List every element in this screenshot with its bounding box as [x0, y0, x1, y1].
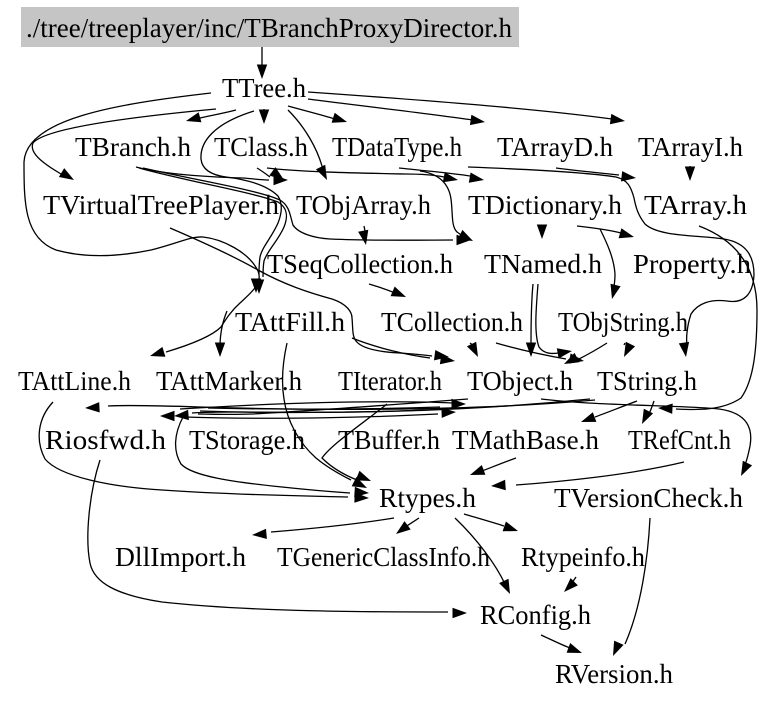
svg-text:TString.h: TString.h: [597, 366, 697, 396]
svg-text:Rtypeinfo.h: Rtypeinfo.h: [521, 542, 645, 572]
svg-text:Rtypes.h: Rtypes.h: [379, 483, 476, 513]
svg-text:TAttMarker.h: TAttMarker.h: [156, 366, 302, 396]
svg-text:./tree/treeplayer/inc/TBranchP: ./tree/treeplayer/inc/TBranchProxyDirect…: [26, 13, 512, 43]
svg-text:TVirtualTreePlayer.h: TVirtualTreePlayer.h: [43, 190, 280, 220]
svg-text:Property.h: Property.h: [633, 249, 752, 279]
svg-text:TDictionary.h: TDictionary.h: [468, 190, 623, 220]
svg-text:TObjString.h: TObjString.h: [558, 307, 688, 337]
svg-text:TIterator.h: TIterator.h: [338, 366, 442, 396]
svg-text:TArrayI.h: TArrayI.h: [638, 132, 743, 162]
svg-text:TBuffer.h: TBuffer.h: [338, 425, 440, 455]
svg-text:TClass.h: TClass.h: [214, 132, 308, 162]
svg-text:TVersionCheck.h: TVersionCheck.h: [554, 483, 743, 513]
svg-text:TArrayD.h: TArrayD.h: [497, 132, 613, 162]
svg-text:TNamed.h: TNamed.h: [484, 249, 603, 279]
svg-text:RConfig.h: RConfig.h: [480, 600, 591, 630]
svg-text:TStorage.h: TStorage.h: [189, 425, 305, 455]
svg-text:TRefCnt.h: TRefCnt.h: [628, 425, 731, 455]
svg-text:TArray.h: TArray.h: [644, 190, 748, 220]
svg-text:TTree.h: TTree.h: [222, 73, 306, 103]
svg-text:DllImport.h: DllImport.h: [115, 542, 246, 572]
svg-text:Riosfwd.h: Riosfwd.h: [45, 425, 167, 455]
svg-text:TObject.h: TObject.h: [467, 366, 573, 396]
svg-text:TObjArray.h: TObjArray.h: [296, 190, 431, 220]
svg-text:TAttFill.h: TAttFill.h: [235, 307, 346, 337]
svg-text:TMathBase.h: TMathBase.h: [452, 425, 599, 455]
svg-text:TSeqCollection.h: TSeqCollection.h: [267, 249, 453, 279]
svg-text:TCollection.h: TCollection.h: [381, 307, 523, 337]
svg-text:TAttLine.h: TAttLine.h: [18, 366, 131, 396]
svg-text:TDataType.h: TDataType.h: [332, 132, 462, 162]
svg-text:TBranch.h: TBranch.h: [75, 132, 191, 162]
svg-text:TGenericClassInfo.h: TGenericClassInfo.h: [277, 542, 490, 572]
svg-text:RVersion.h: RVersion.h: [555, 659, 673, 689]
